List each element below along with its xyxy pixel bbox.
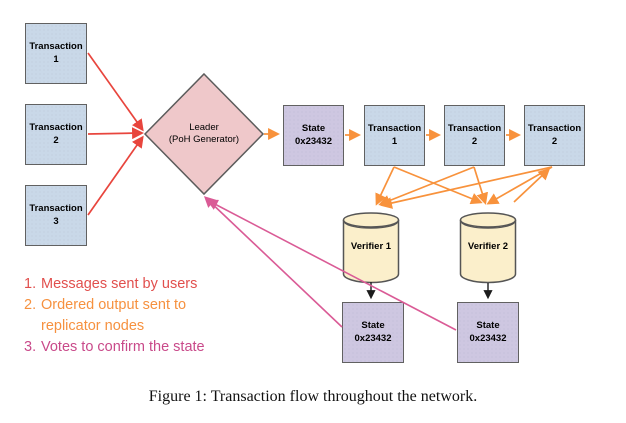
verifier-1-label: Verifier 1 <box>350 241 392 252</box>
node-label: Transaction <box>527 123 582 135</box>
node-label-number: 1 <box>53 53 59 65</box>
node-state-leader-output: State 0x23432 <box>283 105 344 166</box>
node-label-hash: 0x23432 <box>295 135 332 147</box>
node-label: Transaction <box>29 203 83 215</box>
leader-label-line1: Leader <box>189 122 219 133</box>
figure-caption: Figure 1: Transaction flow throughout th… <box>148 388 478 405</box>
legend-item-messages: 1. Messages sent by users <box>24 274 233 295</box>
node-label: Transaction <box>367 123 422 135</box>
node-state-verifier-1: State 0x23432 <box>342 302 404 363</box>
legend-text: Messages sent by users <box>41 276 198 292</box>
node-stream-transaction-3: Transaction 2 <box>524 105 585 166</box>
node-label-number: 1 <box>391 135 398 147</box>
legend-number: 1. <box>24 276 37 292</box>
node-label-hash: 0x23432 <box>354 332 392 344</box>
node-label: State <box>301 123 326 135</box>
leader-label: Leader (PoH Generator) <box>149 122 259 146</box>
legend-number: 3. <box>24 339 37 355</box>
node-label: Transaction <box>447 123 502 135</box>
node-user-transaction-3: Transaction 3 <box>25 185 87 246</box>
node-label: State <box>476 320 500 332</box>
node-user-transaction-2: Transaction 2 <box>25 104 87 165</box>
node-label-hash: 0x23432 <box>469 332 507 344</box>
node-state-verifier-2: State 0x23432 <box>457 302 519 363</box>
leader-label-line2: (PoH Generator) <box>168 134 240 146</box>
node-label: State <box>361 320 385 332</box>
legend-item-ordered-output: 2. Ordered output sent to replicator nod… <box>24 295 233 337</box>
node-user-transaction-1: Transaction 1 <box>25 23 87 84</box>
node-label-number: 2 <box>53 134 59 146</box>
node-stream-transaction-2: Transaction 2 <box>444 105 505 166</box>
legend: 1. Messages sent by users 2. Ordered out… <box>24 274 233 358</box>
legend-item-votes: 3. Votes to confirm the state <box>24 337 233 358</box>
node-label-number: 2 <box>551 135 558 147</box>
verifier-2-label: Verifier 2 <box>467 241 509 252</box>
legend-text: Ordered output sent to replicator nodes <box>41 297 187 334</box>
arrows-verifier-to-state <box>366 282 493 300</box>
node-stream-transaction-1: Transaction 1 <box>364 105 425 166</box>
node-label-number: 2 <box>471 135 478 147</box>
arrows-votes-to-leader <box>203 196 457 331</box>
legend-number: 2. <box>24 297 37 313</box>
legend-text: Votes to confirm the state <box>41 339 205 355</box>
arrows-messages-to-leader <box>87 52 144 216</box>
node-label: Transaction <box>29 41 83 53</box>
node-label-number: 3 <box>53 215 59 227</box>
node-label: Transaction <box>29 122 83 134</box>
